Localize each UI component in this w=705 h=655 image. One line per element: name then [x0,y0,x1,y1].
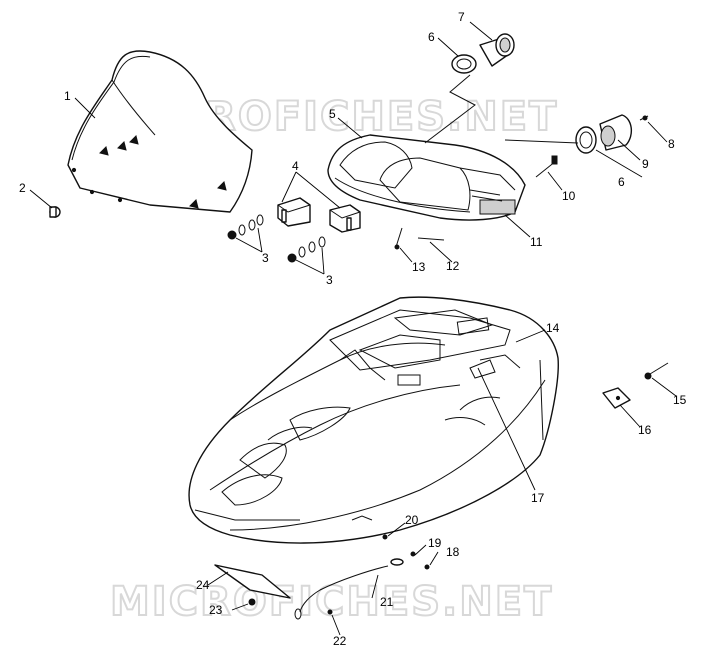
callout-6a: 6 [428,30,435,44]
wire-right [504,139,579,144]
gauge-right-part [575,114,649,154]
callout-11: 11 [530,235,543,249]
callout-12: 12 [446,259,460,273]
callout-18: 18 [446,545,460,559]
callout-17: 17 [531,491,545,505]
windshield-part [67,50,253,213]
screw-part [49,206,61,218]
callout-6b: 6 [618,175,625,189]
console-part [327,134,526,221]
callout-labels: 1 2 3 3 4 5 6 6 7 8 9 10 11 12 13 14 15 … [19,10,687,648]
callout-23: 23 [209,603,223,617]
callout-15: 15 [673,393,687,407]
callout-9: 9 [642,157,649,171]
watermark-bottom: MICROFICHES.NET [110,579,553,625]
clip-part [394,227,445,250]
wire-top [424,74,476,144]
callout-21: 21 [380,595,394,609]
callout-3a: 3 [262,251,269,265]
callout-24: 24 [196,578,210,592]
callout-20: 20 [405,513,419,527]
latch-part [602,362,669,409]
callout-2: 2 [19,181,26,195]
gauge-top-part [451,33,515,74]
callout-4: 4 [292,159,299,173]
callout-5: 5 [329,107,336,121]
callout-19: 19 [428,536,442,550]
callout-22: 22 [333,634,347,648]
callout-3b: 3 [326,273,333,287]
callout-1: 1 [64,89,71,103]
leader-lines [29,21,677,636]
bracket-part [277,197,361,233]
bolt-part [535,155,558,178]
callout-16: 16 [638,423,652,437]
hood-part [188,296,559,544]
cable-part [294,534,430,620]
hardware-part [227,214,326,263]
callout-10: 10 [562,189,576,203]
callout-14: 14 [546,321,560,335]
callout-8: 8 [668,137,675,151]
callout-7: 7 [458,10,465,24]
callout-13: 13 [412,260,426,274]
skid-plate-part [214,564,291,606]
